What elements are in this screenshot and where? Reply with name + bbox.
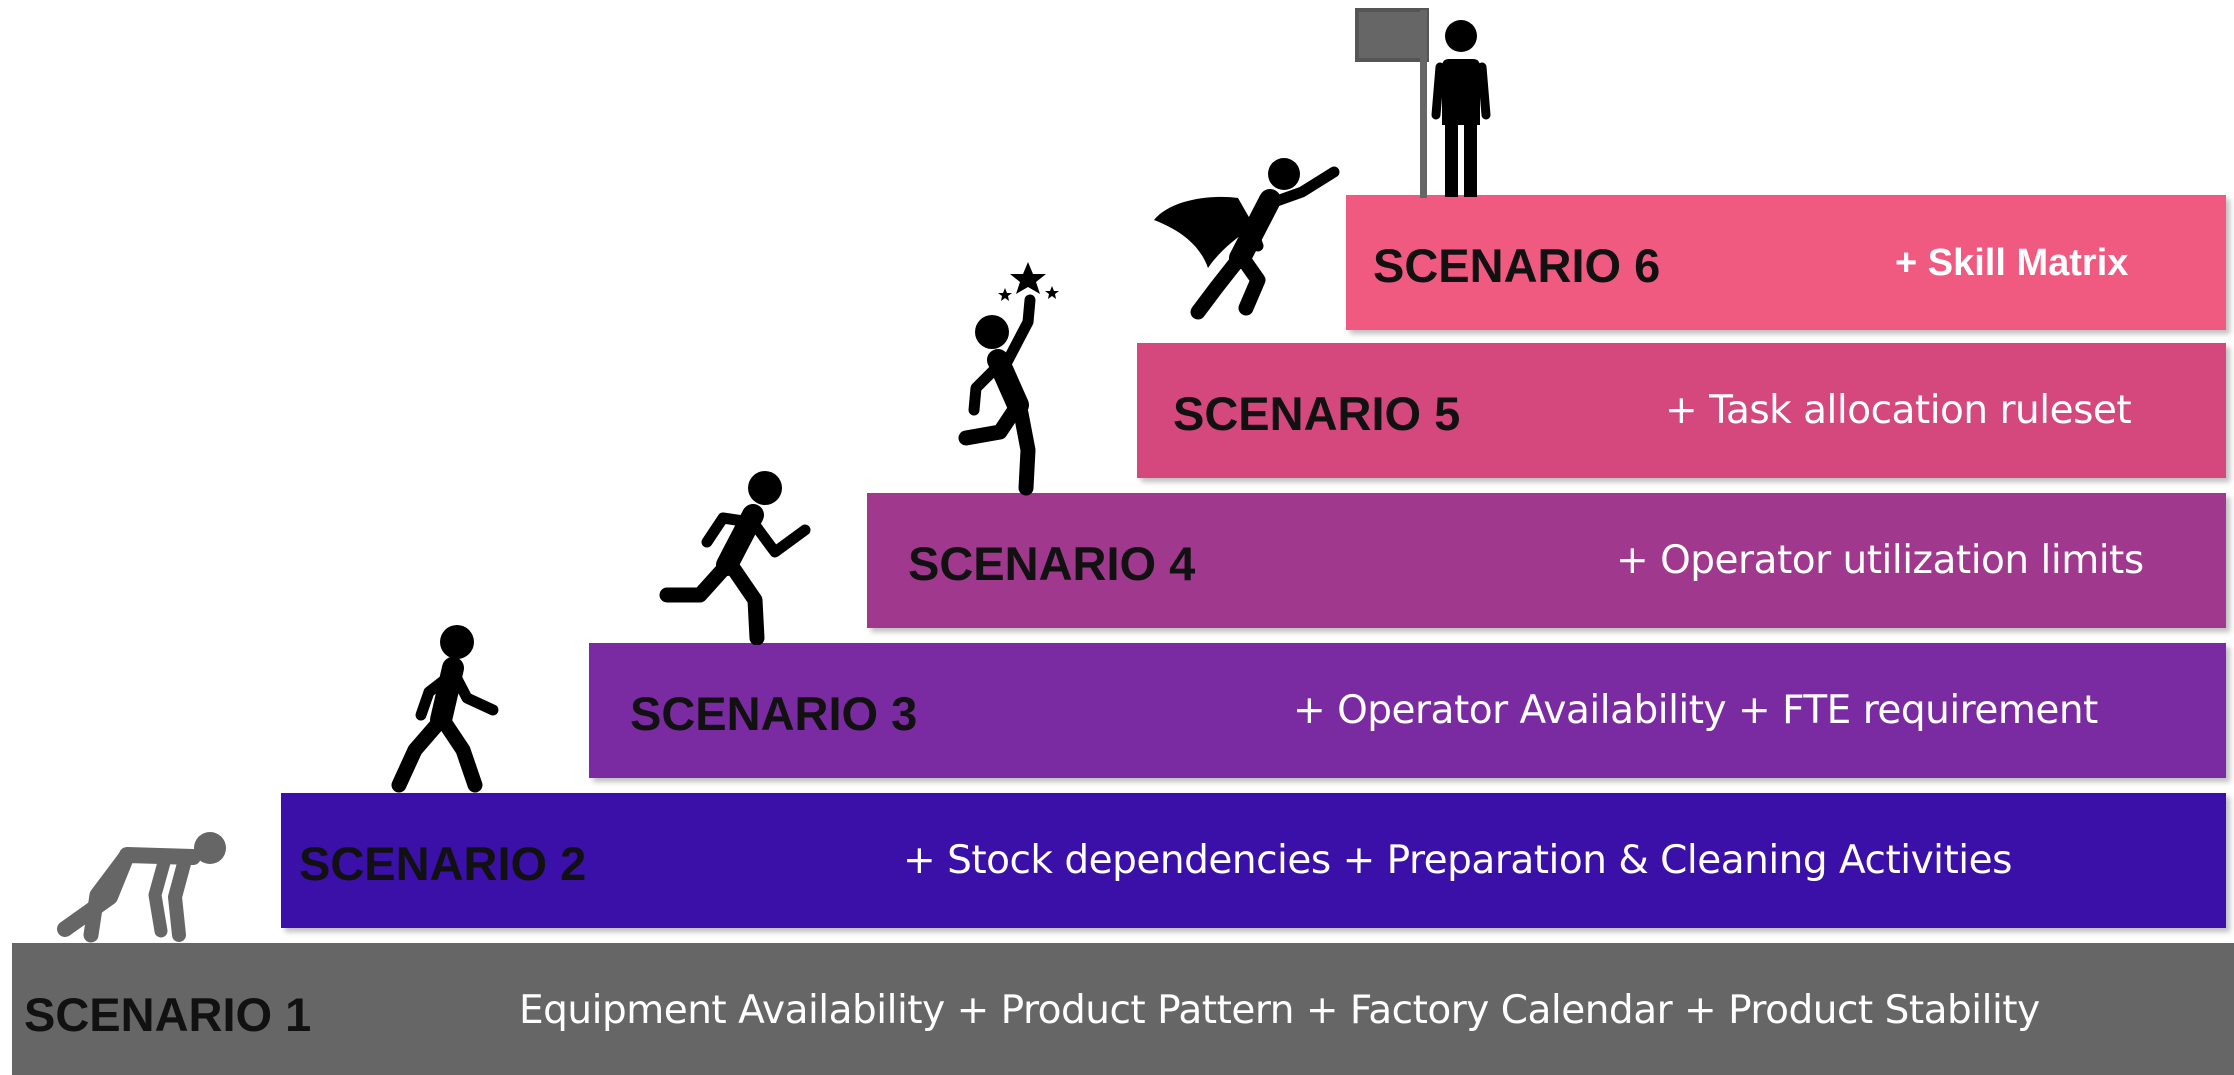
superhero-flying-icon [1150, 150, 1340, 325]
scenario-6-step: SCENARIO 6 + Skill Matrix [1346, 195, 2226, 330]
crouching-person-icon [55, 825, 235, 945]
scenario-5-step: SCENARIO 5 + Task allocation ruleset [1137, 343, 2226, 478]
scenario-5-label: SCENARIO 5 [1173, 387, 1461, 440]
scenario-4-step: SCENARIO 4 + Operator utilization limits [867, 493, 2226, 628]
scenario-3-step: SCENARIO 3 + Operator Availability + FTE… [589, 643, 2226, 778]
scenario-2-label: SCENARIO 2 [299, 837, 587, 890]
walking-person-icon [385, 620, 515, 795]
scenario-4-description: + Operator utilization limits [1616, 538, 2144, 583]
scenario-1-description: Equipment Availability + Product Pattern… [519, 988, 2040, 1033]
scenario-6-description: + Skill Matrix [1895, 242, 2129, 284]
person-with-flag-icon [1350, 5, 1510, 200]
scenario-1-step: SCENARIO 1 Equipment Availability + Prod… [12, 943, 2234, 1075]
scenario-4-label: SCENARIO 4 [908, 537, 1196, 590]
scenario-3-label: SCENARIO 3 [630, 687, 918, 740]
scenario-3-description: + Operator Availability + FTE requiremen… [1293, 688, 2098, 733]
scenario-5-description: + Task allocation ruleset [1665, 388, 2132, 433]
scenario-1-label: SCENARIO 1 [24, 988, 312, 1041]
scenario-6-label: SCENARIO 6 [1373, 239, 1661, 292]
scenario-2-description: + Stock dependencies + Preparation & Cle… [903, 838, 2012, 883]
reaching-star-person-icon [930, 260, 1070, 500]
scenario-2-step: SCENARIO 2 + Stock dependencies + Prepar… [281, 793, 2226, 928]
running-person-icon [655, 470, 820, 645]
